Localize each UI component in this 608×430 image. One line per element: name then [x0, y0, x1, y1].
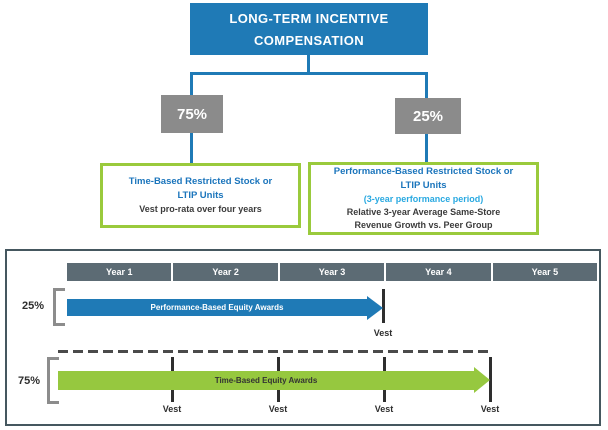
connector-right-to-box: [425, 134, 428, 163]
time-row-percentage: 75%: [17, 375, 40, 387]
title-line2: COMPENSATION: [253, 32, 364, 48]
title-box: LONG-TERM INCENTIVE COMPENSATION: [190, 3, 428, 55]
performance-row-bracket: [53, 288, 65, 326]
time-arrow: Time-Based Equity Awards: [58, 371, 474, 390]
year-cell-3: Year 3: [279, 263, 385, 281]
connector-right-down: [425, 72, 428, 99]
performance-vest-tick: [382, 289, 385, 323]
time-vest-label-2: Vest: [268, 404, 288, 414]
performance-body-line1: Relative 3-year Average Same-Store: [346, 206, 501, 217]
time-arrowhead-icon: [474, 367, 490, 393]
title-line1: LONG-TERM INCENTIVE: [229, 10, 389, 26]
connector-horizontal: [190, 72, 428, 75]
performance-arrowhead-icon: [367, 296, 383, 320]
performance-title-line2: LTIP Units: [400, 179, 447, 191]
year-cell-2: Year 2: [173, 263, 278, 281]
time-based-title-line2: LTIP Units: [177, 189, 224, 201]
connector-left-down: [190, 72, 193, 96]
performance-arrow-label: Performance-Based Equity Awards: [150, 303, 284, 312]
time-based-title-line1: Time-Based Restricted Stock or: [128, 175, 273, 187]
performance-arrow: Performance-Based Equity Awards: [67, 299, 367, 316]
year-header: Year 1 Year 2 Year 3 Year 4 Year 5: [67, 263, 598, 281]
performance-body-line2: Revenue Growth vs. Peer Group: [354, 219, 493, 230]
connector-left-to-box: [190, 133, 193, 164]
time-vest-label-4: Vest: [480, 404, 500, 414]
right-percentage-box: 25%: [395, 98, 461, 134]
time-row-bracket: [47, 357, 59, 404]
year-cell-4: Year 4: [386, 263, 491, 281]
connector-title-down: [307, 55, 310, 73]
time-vest-tick-4: [489, 357, 492, 402]
time-based-body: Vest pro-rata over four years: [139, 204, 262, 214]
year-cell-1: Year 1: [67, 263, 172, 281]
performance-vest-label: Vest: [373, 328, 393, 338]
time-based-box: Time-Based Restricted Stock or LTIP Unit…: [100, 163, 301, 228]
performance-subtitle: (3-year performance period): [363, 193, 484, 204]
time-vest-label-1: Vest: [162, 404, 182, 414]
left-percentage-label: 75%: [176, 105, 208, 123]
left-percentage-box: 75%: [161, 95, 223, 133]
time-vest-label-3: Vest: [374, 404, 394, 414]
year-cell-5: Year 5: [492, 263, 598, 281]
dashed-timeline: [58, 350, 492, 353]
performance-based-box: Performance-Based Restricted Stock or LT…: [308, 162, 539, 235]
right-percentage-label: 25%: [412, 107, 444, 125]
performance-title-line1: Performance-Based Restricted Stock or: [333, 166, 514, 178]
performance-row-percentage: 25%: [21, 300, 44, 312]
time-arrow-label: Time-Based Equity Awards: [214, 376, 318, 385]
